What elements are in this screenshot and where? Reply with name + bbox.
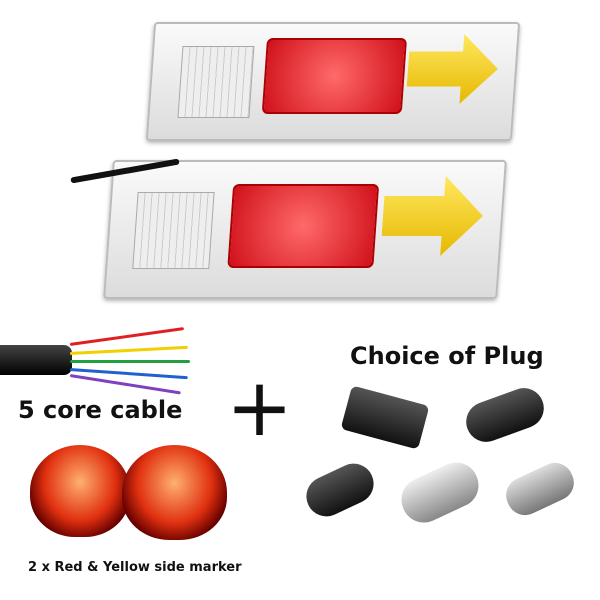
plus-sign: + <box>226 361 294 454</box>
wire-green <box>70 360 190 363</box>
indicator-arrow <box>380 176 486 256</box>
metal-7-pin-plug <box>394 455 486 530</box>
metal-socket <box>500 456 580 522</box>
tail-light-top <box>145 22 521 141</box>
stop-lens <box>261 38 408 114</box>
indicator-arrow <box>405 34 500 104</box>
tail-light-bottom <box>103 160 507 299</box>
side-marker-right <box>122 445 227 540</box>
flat-7-pin-plug <box>340 385 430 450</box>
wire-red <box>69 327 185 346</box>
reverse-lens <box>177 46 255 118</box>
plug-heading: Choice of Plug <box>350 342 544 370</box>
wire-yellow <box>69 345 188 355</box>
small-round-plug <box>299 457 381 523</box>
side-marker-left <box>30 445 130 537</box>
reverse-lens <box>132 192 215 269</box>
stop-lens <box>227 184 380 268</box>
marker-caption: 2 x Red & Yellow side marker <box>28 560 242 575</box>
cable-sheath <box>0 345 72 375</box>
round-7-pin-plug-black <box>460 382 550 448</box>
cable-label: 5 core cable <box>18 396 183 424</box>
